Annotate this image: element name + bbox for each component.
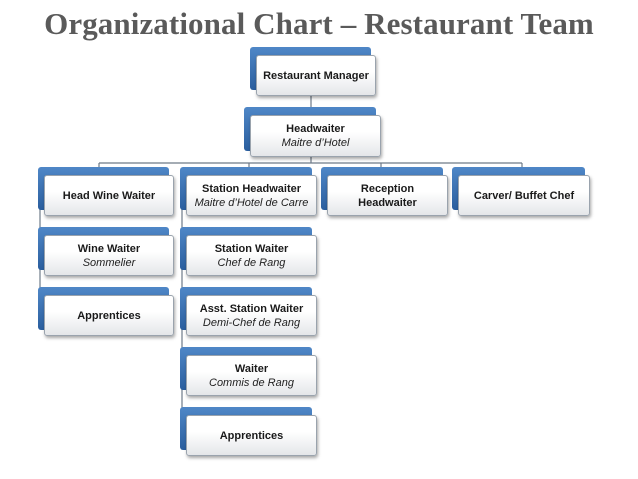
node-restaurant-manager: Restaurant Manager [250,47,376,96]
node-apprentices-station: Apprentices [180,407,317,456]
node-title: Station Waiter [214,242,289,255]
node-reception-headwaiter: Reception Headwaiter [321,167,448,216]
node-title: Restaurant Manager [263,69,369,82]
node-title: Head Wine Waiter [62,189,156,202]
node-title: Apprentices [219,429,284,442]
node-subtitle: Maitre d’Hotel de Carre [194,196,309,209]
node-title: Carver/ Buffet Chef [473,189,575,202]
node-waiter: Waiter Commis de Rang [180,347,317,396]
node-title: Wine Waiter [77,242,141,255]
node-apprentices-wine: Apprentices [38,287,174,336]
node-asst-station-waiter: Asst. Station Waiter Demi-Chef de Rang [180,287,317,336]
node-subtitle: Chef de Rang [217,256,286,269]
node-subtitle: Commis de Rang [209,376,294,389]
node-head-wine-waiter: Head Wine Waiter [38,167,174,216]
node-title: Asst. Station Waiter [199,302,304,315]
node-title: Reception Headwaiter [358,182,417,209]
node-carver-buffet-chef: Carver/ Buffet Chef [452,167,590,216]
node-subtitle: Maitre d’Hotel [281,137,350,149]
node-station-headwaiter: Station Headwaiter Maitre d’Hotel de Car… [180,167,317,216]
page-title: Organizational Chart – Restaurant Team [44,6,594,41]
node-headwaiter: Headwaiter Maitre d’Hotel [244,107,381,157]
node-wine-waiter: Wine Waiter Sommelier [38,227,174,276]
node-station-waiter: Station Waiter Chef de Rang [180,227,317,276]
node-subtitle: Sommelier [82,256,136,269]
node-subtitle: Demi-Chef de Rang [202,316,301,329]
node-title: Waiter [234,362,269,375]
node-title: Station Headwaiter [201,182,302,195]
node-title: Headwaiter [286,123,345,135]
node-title: Apprentices [77,309,141,322]
